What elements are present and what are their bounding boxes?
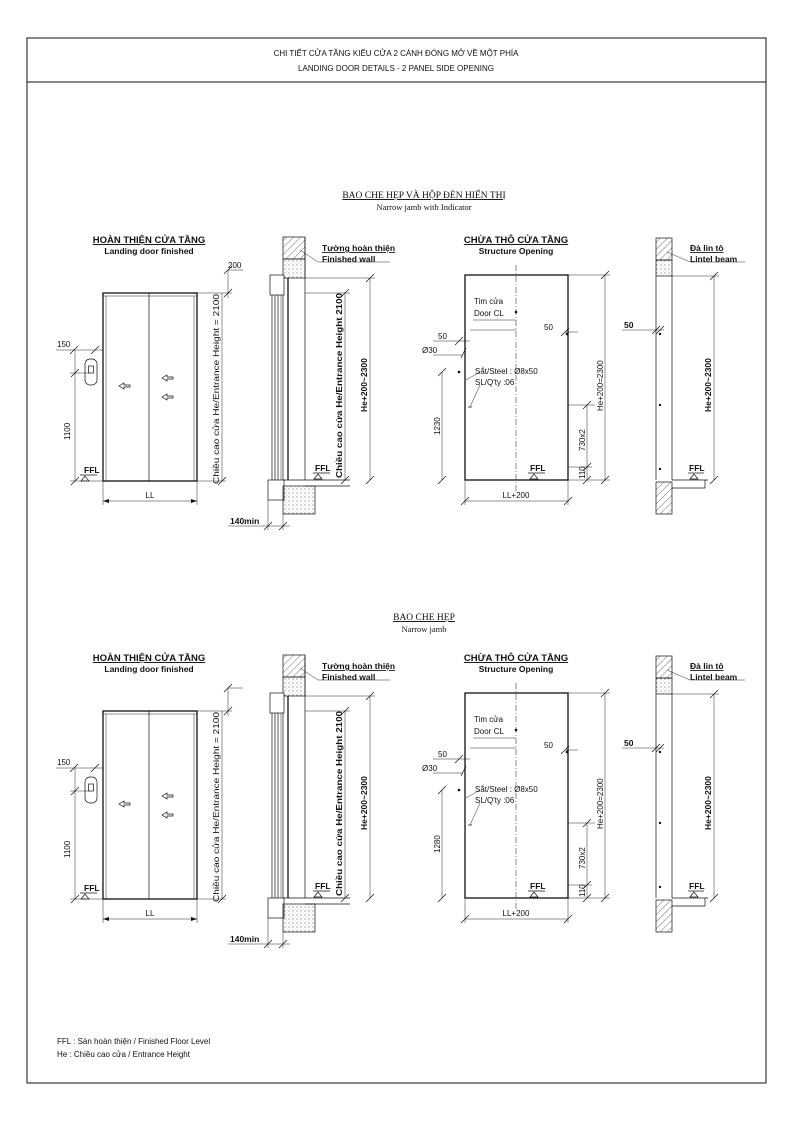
dim-730-2: 730x2 — [578, 847, 587, 869]
dim-ll-2: LL — [146, 909, 155, 918]
section-1-labels: BAO CHE HẸP VÀ HỘP ĐÈN HIỂN THỊ Narrow j… — [57, 188, 738, 526]
door-cl-en: Door CL — [474, 309, 504, 318]
opening-height: He+200=2300 — [596, 360, 605, 411]
dim-1100-2: 1100 — [63, 840, 72, 858]
section-2-labels: BAO CHE HẸP Narrow jamb HOÀN THIỆN CỬA T… — [57, 613, 738, 944]
wall-label-vn: Tường hoàn thiện — [322, 243, 395, 253]
door-cl-en-2: Door CL — [474, 727, 504, 736]
dim-50-right-2: 50 — [544, 741, 553, 750]
detail-block-2-geometry — [55, 654, 746, 949]
door-cl-vn-2: Tim cửa — [474, 715, 504, 724]
finished-title-en-2: Landing door finished — [104, 664, 193, 674]
section-ffl-2: FFL — [315, 881, 331, 891]
dim-50-right: 50 — [544, 323, 553, 332]
section-height-label: Chiều cao cửa He/Entrance Height 2100 — [334, 293, 344, 478]
dim-730: 730x2 — [578, 429, 587, 451]
opening-title-vn: CHỪA THÔ CỬA TẦNG — [464, 234, 568, 246]
dim-200: 200 — [228, 261, 242, 270]
dim-ll-200-2: LL+200 — [503, 909, 530, 918]
dim-50-left: 50 — [438, 332, 447, 341]
section-height-label-2: Chiều cao cửa He/Entrance Height 2100 — [334, 711, 344, 896]
lintel-height-2: He+200~2300 — [703, 776, 713, 830]
lintel-height: He+200~2300 — [703, 358, 713, 412]
steel-qty: SL/Q'ty :06 — [475, 378, 515, 387]
dim-1100: 1100 — [63, 422, 72, 440]
sheet-border — [26, 37, 767, 1084]
dim-d30: Ø30 — [422, 346, 438, 355]
lintel-label-vn-2: Đà lin tô — [690, 661, 724, 671]
dim-110-2: 110 — [578, 884, 587, 897]
section-2-heading: BAO CHE HẸP — [393, 613, 455, 623]
dim-ll-200: LL+200 — [503, 491, 530, 500]
section-2-subheading: Narrow jamb — [401, 624, 446, 634]
dim-1230: 1230 — [433, 417, 442, 435]
dim-110: 110 — [578, 466, 587, 479]
entrance-height-label-2: Chiều cao cửa He/Entrance Height = 2100 — [212, 711, 221, 902]
steel-spec-2: Sắt/Steel : Ø8x50 — [475, 785, 538, 794]
section-height-total-2: He+200~2300 — [359, 776, 369, 830]
steel-qty-2: SL/Q'ty :06 — [475, 796, 515, 805]
lintel-dim-50: 50 — [624, 320, 634, 330]
min-140-label: 140min — [230, 516, 259, 526]
dim-1280: 1280 — [433, 835, 442, 853]
section-height-total: He+200~2300 — [359, 358, 369, 412]
finished-title-vn: HOÀN THIỆN CỬA TẦNG — [93, 234, 206, 246]
detail-block-1-geometry — [55, 236, 746, 531]
lintel-label-vn: Đà lin tô — [690, 243, 724, 253]
wall-label-en: Finished wall — [322, 254, 375, 264]
opening-title-en-2: Structure Opening — [479, 664, 554, 674]
sheet-title-vn: CHI TIẾT CỬA TẦNG KIỂU CỬA 2 CÁNH ĐÓNG M… — [274, 48, 520, 58]
section-1-heading: BAO CHE HẸP VÀ HỘP ĐÈN HIỂN THỊ — [342, 188, 505, 201]
min-140-label-2: 140min — [230, 934, 259, 944]
note-ffl: FFL : Sàn hoàn thiện / Finished Floor Le… — [57, 1037, 210, 1046]
entrance-height-label: Chiều cao cửa He/Entrance Height = 2100 — [212, 293, 221, 484]
wall-label-en-2: Finished wall — [322, 672, 375, 682]
finished-title-en: Landing door finished — [104, 246, 193, 256]
wall-label-vn-2: Tường hoàn thiện — [322, 661, 395, 671]
section-1-subheading: Narrow jamb with Indicator — [376, 202, 471, 212]
lintel-ffl: FFL — [689, 463, 705, 473]
dim-150-2: 150 — [57, 758, 71, 767]
steel-spec: Sắt/Steel : Ø8x50 — [475, 367, 538, 376]
dim-ll: LL — [146, 491, 155, 500]
lintel-dim-50-2: 50 — [624, 738, 634, 748]
opening-ffl: FFL — [530, 463, 546, 473]
dim-50-left-2: 50 — [438, 750, 447, 759]
note-he: He : Chiều cao cửa / Entrance Height — [57, 1050, 191, 1059]
lintel-label-en: Lintel beam — [690, 254, 738, 264]
opening-ffl-2: FFL — [530, 881, 546, 891]
opening-title-en: Structure Opening — [479, 246, 554, 256]
lintel-label-en-2: Lintel beam — [690, 672, 738, 682]
lintel-ffl-2: FFL — [689, 881, 705, 891]
dim-150: 150 — [57, 340, 71, 349]
opening-height-2: He+200=2300 — [596, 778, 605, 829]
ffl-label-2: FFL — [84, 883, 100, 893]
section-ffl: FFL — [315, 463, 331, 473]
ffl-label: FFL — [84, 465, 100, 475]
opening-title-vn-2: CHỪA THÔ CỬA TẦNG — [464, 652, 568, 664]
finished-title-vn-2: HOÀN THIỆN CỬA TẦNG — [93, 652, 206, 664]
sheet-title-en: LANDING DOOR DETAILS - 2 PANEL SIDE OPEN… — [298, 64, 494, 73]
door-cl-vn: Tim cửa — [474, 297, 504, 306]
dim-d30-2: Ø30 — [422, 764, 438, 773]
